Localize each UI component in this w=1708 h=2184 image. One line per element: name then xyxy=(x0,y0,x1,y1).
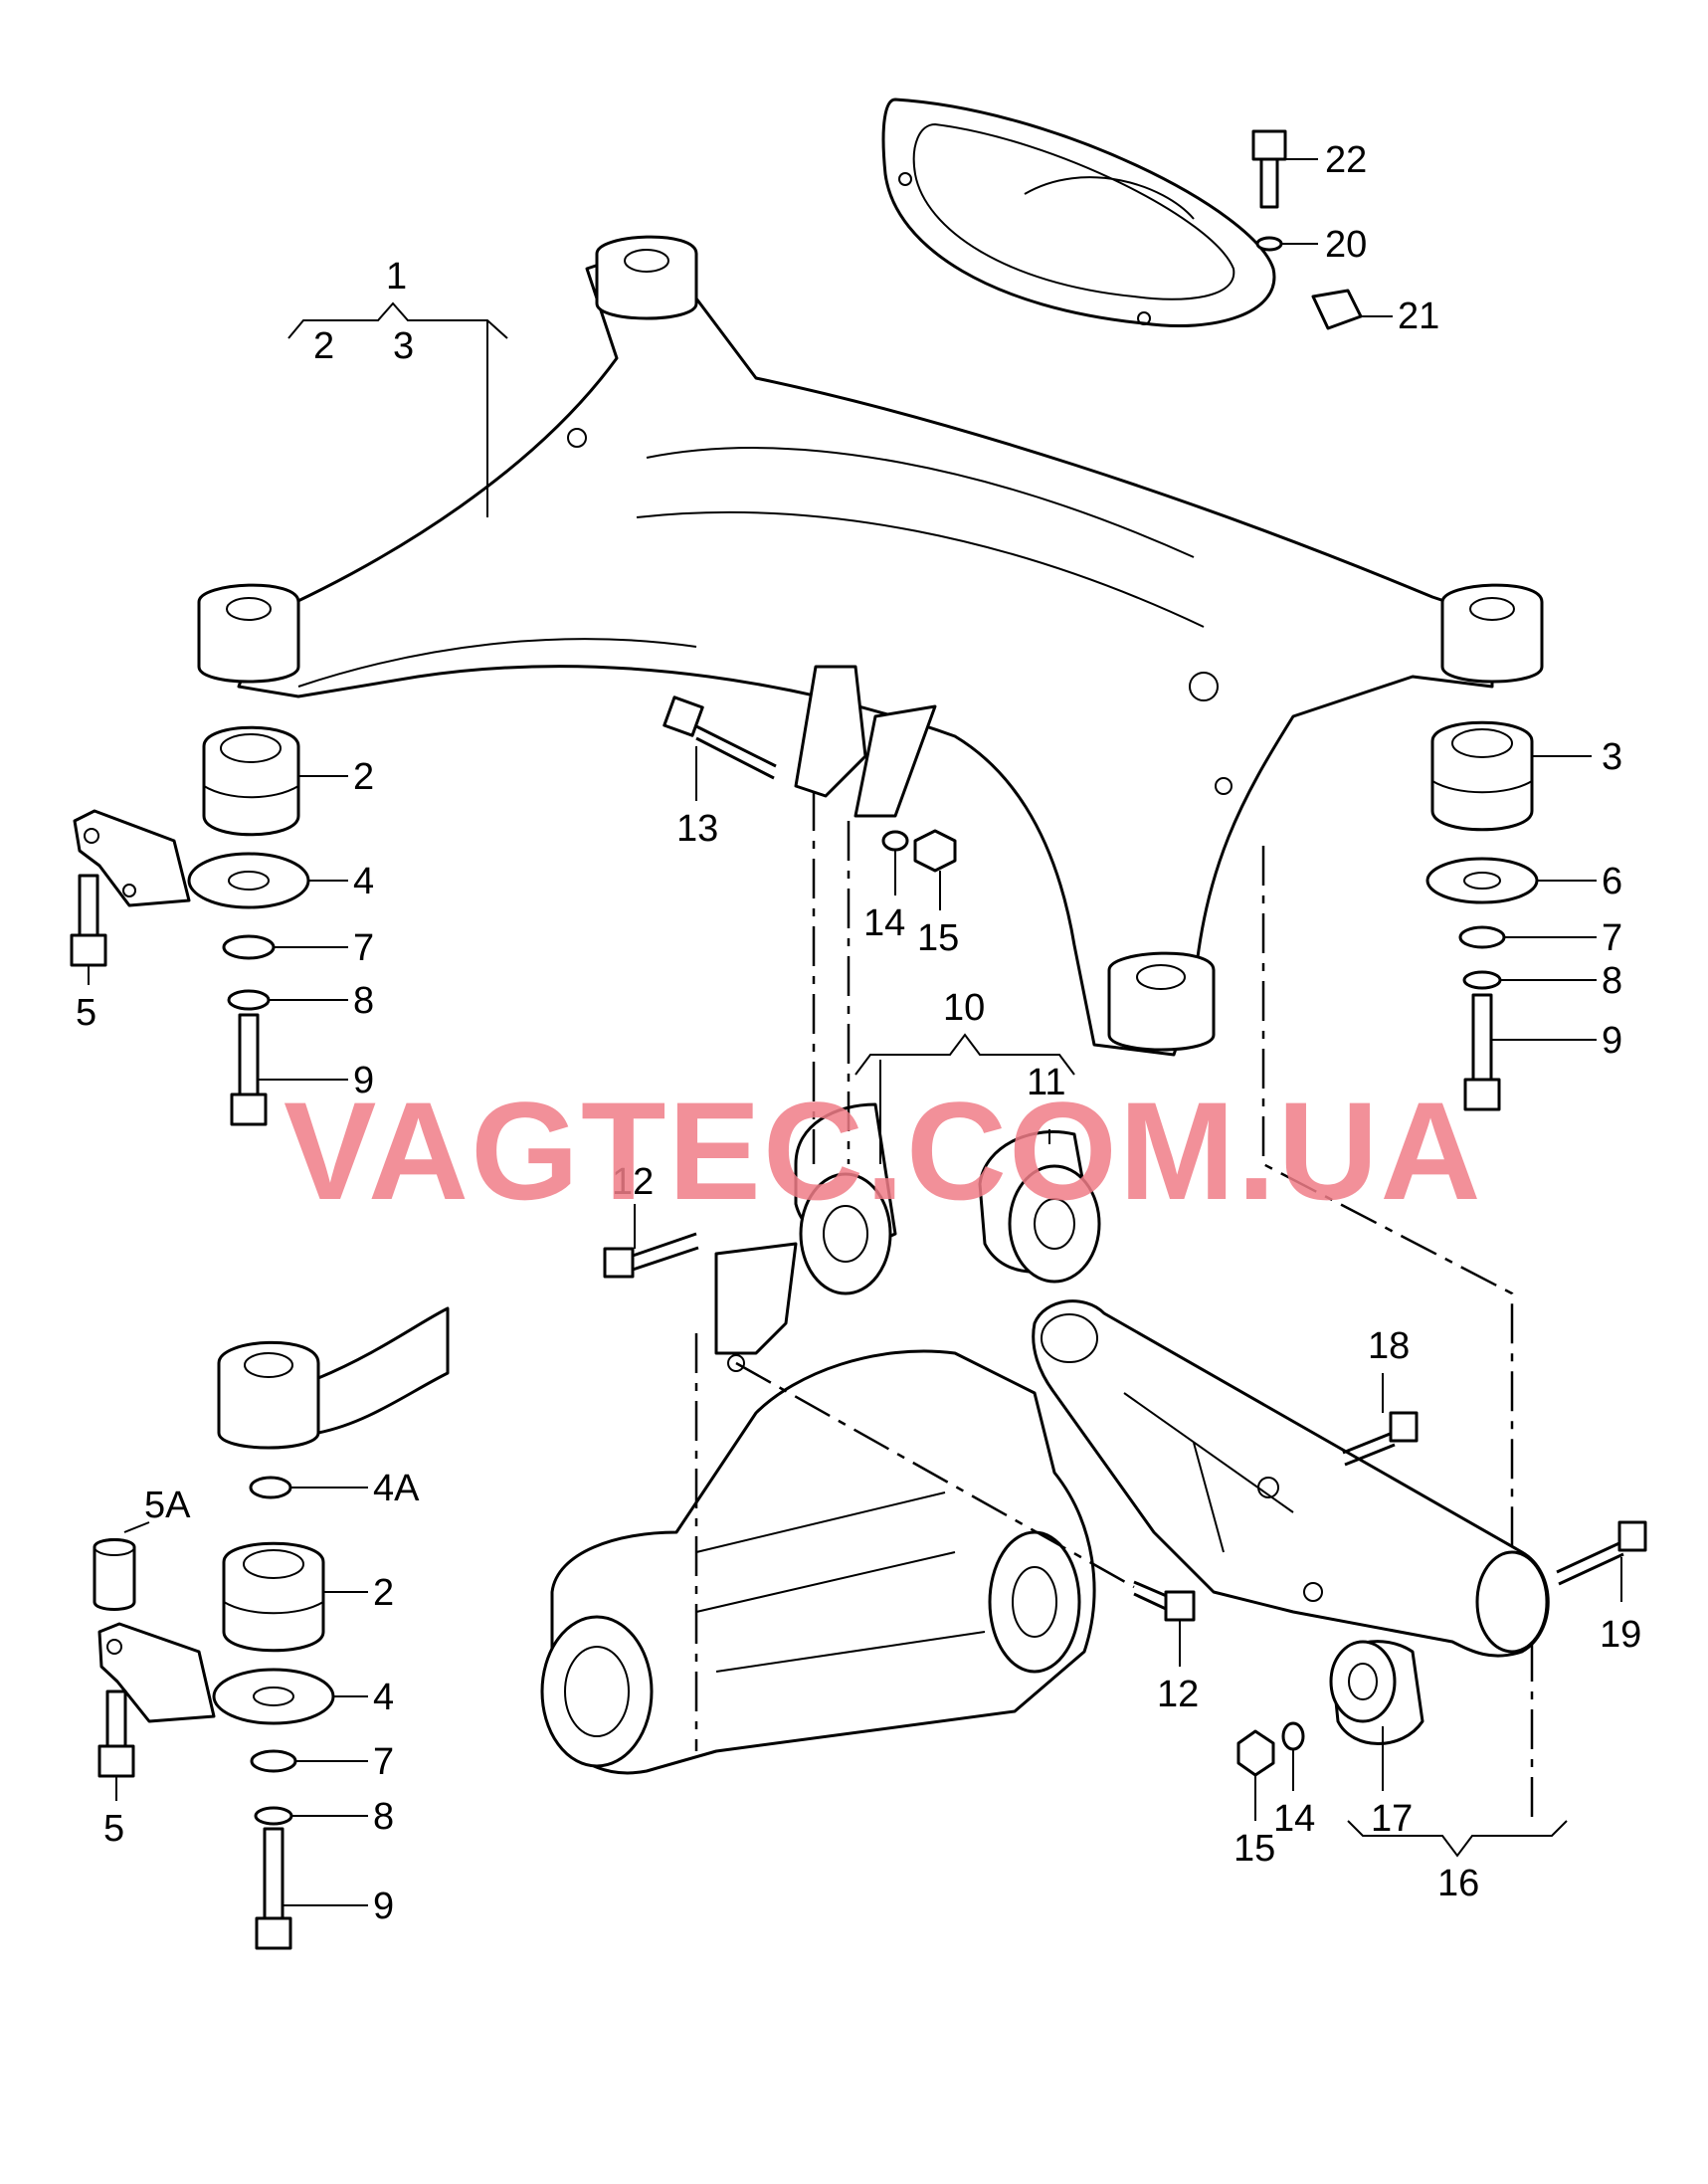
label-5A: 5A xyxy=(144,1485,191,1526)
bolt-12-top xyxy=(603,1232,699,1279)
label-3-group: 3 xyxy=(393,325,414,367)
bolt-5-inset xyxy=(97,1689,135,1778)
washer-20 xyxy=(1255,236,1283,252)
label-3: 3 xyxy=(1602,736,1622,778)
label-8-right: 8 xyxy=(1602,960,1622,1002)
label-4: 4 xyxy=(353,861,374,902)
nut-15-top xyxy=(913,829,957,873)
washer-7-right xyxy=(1458,925,1506,949)
bolt-12-bottom xyxy=(1133,1580,1196,1622)
bolt-9-left xyxy=(230,1013,268,1126)
washer-7-left xyxy=(222,934,276,960)
assembly-lines xyxy=(694,791,1534,1821)
bushing-17 xyxy=(1329,1640,1424,1745)
bracket-5-inset xyxy=(97,1622,216,1723)
washer-8-left xyxy=(227,989,271,1011)
label-20: 20 xyxy=(1325,224,1367,266)
label-6: 6 xyxy=(1602,861,1622,902)
bolt-9-right xyxy=(1463,993,1501,1111)
bushing-11 xyxy=(978,1129,1101,1284)
sleeve-5A xyxy=(93,1538,136,1611)
label-9-left: 9 xyxy=(353,1060,374,1101)
label-18: 18 xyxy=(1368,1325,1410,1367)
washer-8-inset xyxy=(254,1806,293,1826)
label-21: 21 xyxy=(1398,296,1439,337)
watermark-text: VAGTEC.COM.UA xyxy=(284,1073,1483,1229)
label-9-right: 9 xyxy=(1602,1020,1622,1062)
washer-8-right xyxy=(1462,970,1502,990)
callout-labels: 1 2 3 2 3 4 5 6 7 7 8 8 9 9 10 11 12 12 … xyxy=(76,139,1641,1927)
label-2-inset: 2 xyxy=(373,1572,394,1614)
bolt-5 xyxy=(70,874,107,967)
label-22: 22 xyxy=(1325,139,1367,181)
bolt-13 xyxy=(663,695,777,780)
washer-6 xyxy=(1425,857,1539,904)
bushing-2-inset xyxy=(222,1541,325,1653)
label-7-inset: 7 xyxy=(373,1741,394,1783)
label-7-right: 7 xyxy=(1602,917,1622,959)
label-4-inset: 4 xyxy=(373,1677,394,1718)
washer-7-inset xyxy=(250,1749,297,1773)
label-11: 11 xyxy=(1027,1062,1065,1103)
heat-shield xyxy=(881,98,1276,327)
label-8-left: 8 xyxy=(353,980,374,1022)
differential-housing xyxy=(540,1242,1096,1775)
label-5-inset: 5 xyxy=(103,1808,124,1850)
group-brackets xyxy=(287,301,1568,1858)
label-19: 19 xyxy=(1600,1614,1641,1656)
bolt-22 xyxy=(1251,129,1287,209)
washer-4-left xyxy=(187,852,310,909)
bolt-19 xyxy=(1556,1520,1647,1586)
nut-15-bottom xyxy=(1236,1729,1275,1777)
inset-subframe-mount xyxy=(217,1306,450,1450)
diff-mount-10 xyxy=(794,1102,897,1295)
label-8-inset: 8 xyxy=(373,1796,394,1838)
cross-member-16 xyxy=(1032,1299,1550,1658)
label-12-bottom: 12 xyxy=(1157,1674,1199,1715)
washer-4-inset xyxy=(212,1668,335,1725)
clip-21 xyxy=(1311,289,1363,330)
bushing-2-left xyxy=(202,725,300,837)
washer-4A xyxy=(249,1476,292,1499)
label-15-bottom: 15 xyxy=(1234,1828,1275,1870)
rear-subframe xyxy=(197,235,1544,1057)
washer-14-top xyxy=(881,830,909,852)
label-15-top: 15 xyxy=(917,917,959,959)
label-16: 16 xyxy=(1437,1863,1479,1904)
label-4A: 4A xyxy=(373,1468,420,1509)
bushing-3 xyxy=(1430,720,1534,832)
label-7-left: 7 xyxy=(353,927,374,969)
label-1: 1 xyxy=(386,256,407,298)
label-17: 17 xyxy=(1371,1798,1413,1840)
bracket-5 xyxy=(73,809,191,907)
washer-14-bottom xyxy=(1281,1721,1305,1751)
label-14-top: 14 xyxy=(863,902,905,944)
label-2-group: 2 xyxy=(313,325,334,367)
label-12-top: 12 xyxy=(612,1161,654,1203)
bolt-9-inset xyxy=(255,1827,292,1950)
label-14-bottom: 14 xyxy=(1273,1798,1315,1840)
label-10: 10 xyxy=(943,987,985,1029)
label-13: 13 xyxy=(676,808,718,850)
bolt-18 xyxy=(1342,1411,1419,1467)
leader-lines xyxy=(88,158,1622,1906)
label-5: 5 xyxy=(76,992,96,1034)
label-9-inset: 9 xyxy=(373,1886,394,1927)
label-2: 2 xyxy=(353,756,374,798)
